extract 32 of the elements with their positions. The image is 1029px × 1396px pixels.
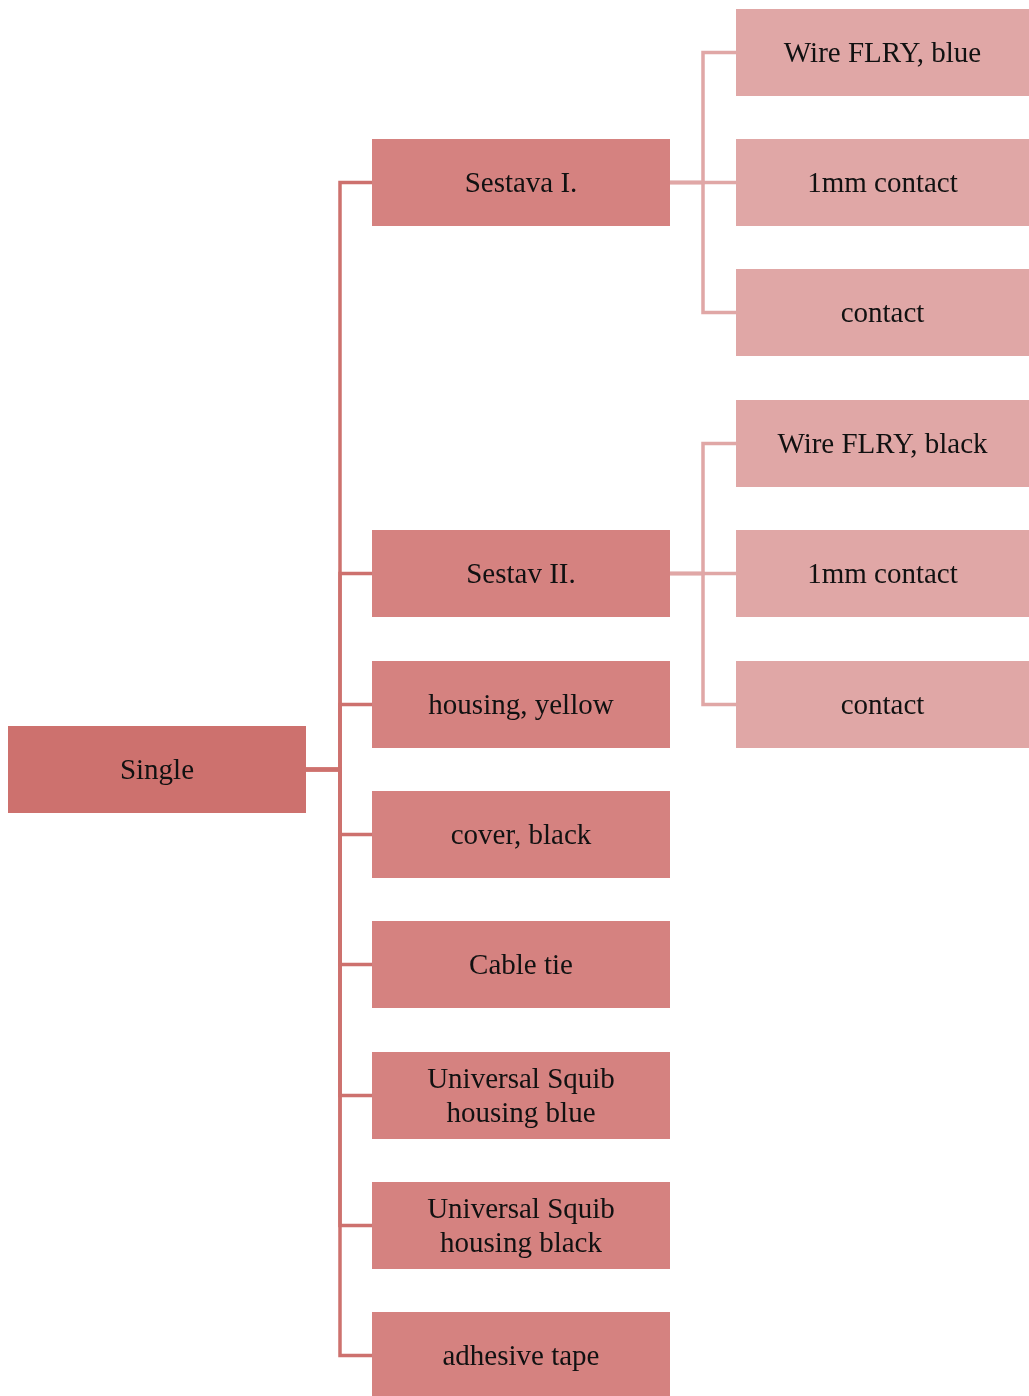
box-label: contact bbox=[840, 687, 925, 722]
box-label: contact bbox=[840, 295, 925, 330]
box-label: Sestav II. bbox=[466, 556, 576, 591]
connector-line bbox=[670, 571, 736, 707]
box-label: Cable tie bbox=[469, 947, 573, 982]
box-label: 1mm contact bbox=[807, 556, 958, 591]
tree-box bbox=[736, 530, 1029, 617]
tree-box bbox=[372, 1182, 670, 1269]
box-label: Wire FLRY, blue bbox=[783, 35, 982, 70]
box-label: adhesive tape bbox=[442, 1338, 600, 1373]
tree-box bbox=[736, 269, 1029, 356]
tree-box bbox=[372, 921, 670, 1008]
tree-box bbox=[8, 726, 306, 813]
box-label: housing, yellow bbox=[428, 687, 614, 722]
tree-box bbox=[736, 400, 1029, 487]
tree-box bbox=[372, 661, 670, 748]
box-label: Single bbox=[119, 752, 195, 787]
tree-box bbox=[372, 530, 670, 617]
connector-line bbox=[670, 180, 736, 315]
box-label: Sestava I. bbox=[464, 165, 578, 200]
box-label: Wire FLRY, black bbox=[777, 426, 988, 461]
tree-box bbox=[736, 9, 1029, 96]
box-label: cover, black bbox=[450, 817, 592, 852]
box-label: Universal Squib housing black bbox=[426, 1192, 616, 1259]
box-label: 1mm contact bbox=[807, 165, 958, 200]
tree-box bbox=[372, 139, 670, 226]
tree-box bbox=[372, 1312, 670, 1396]
tree-box bbox=[372, 791, 670, 878]
tree-box bbox=[736, 139, 1029, 226]
tree-box bbox=[736, 661, 1029, 748]
box-label: Universal Squib housing blue bbox=[426, 1062, 616, 1129]
tree-box bbox=[372, 1052, 670, 1139]
